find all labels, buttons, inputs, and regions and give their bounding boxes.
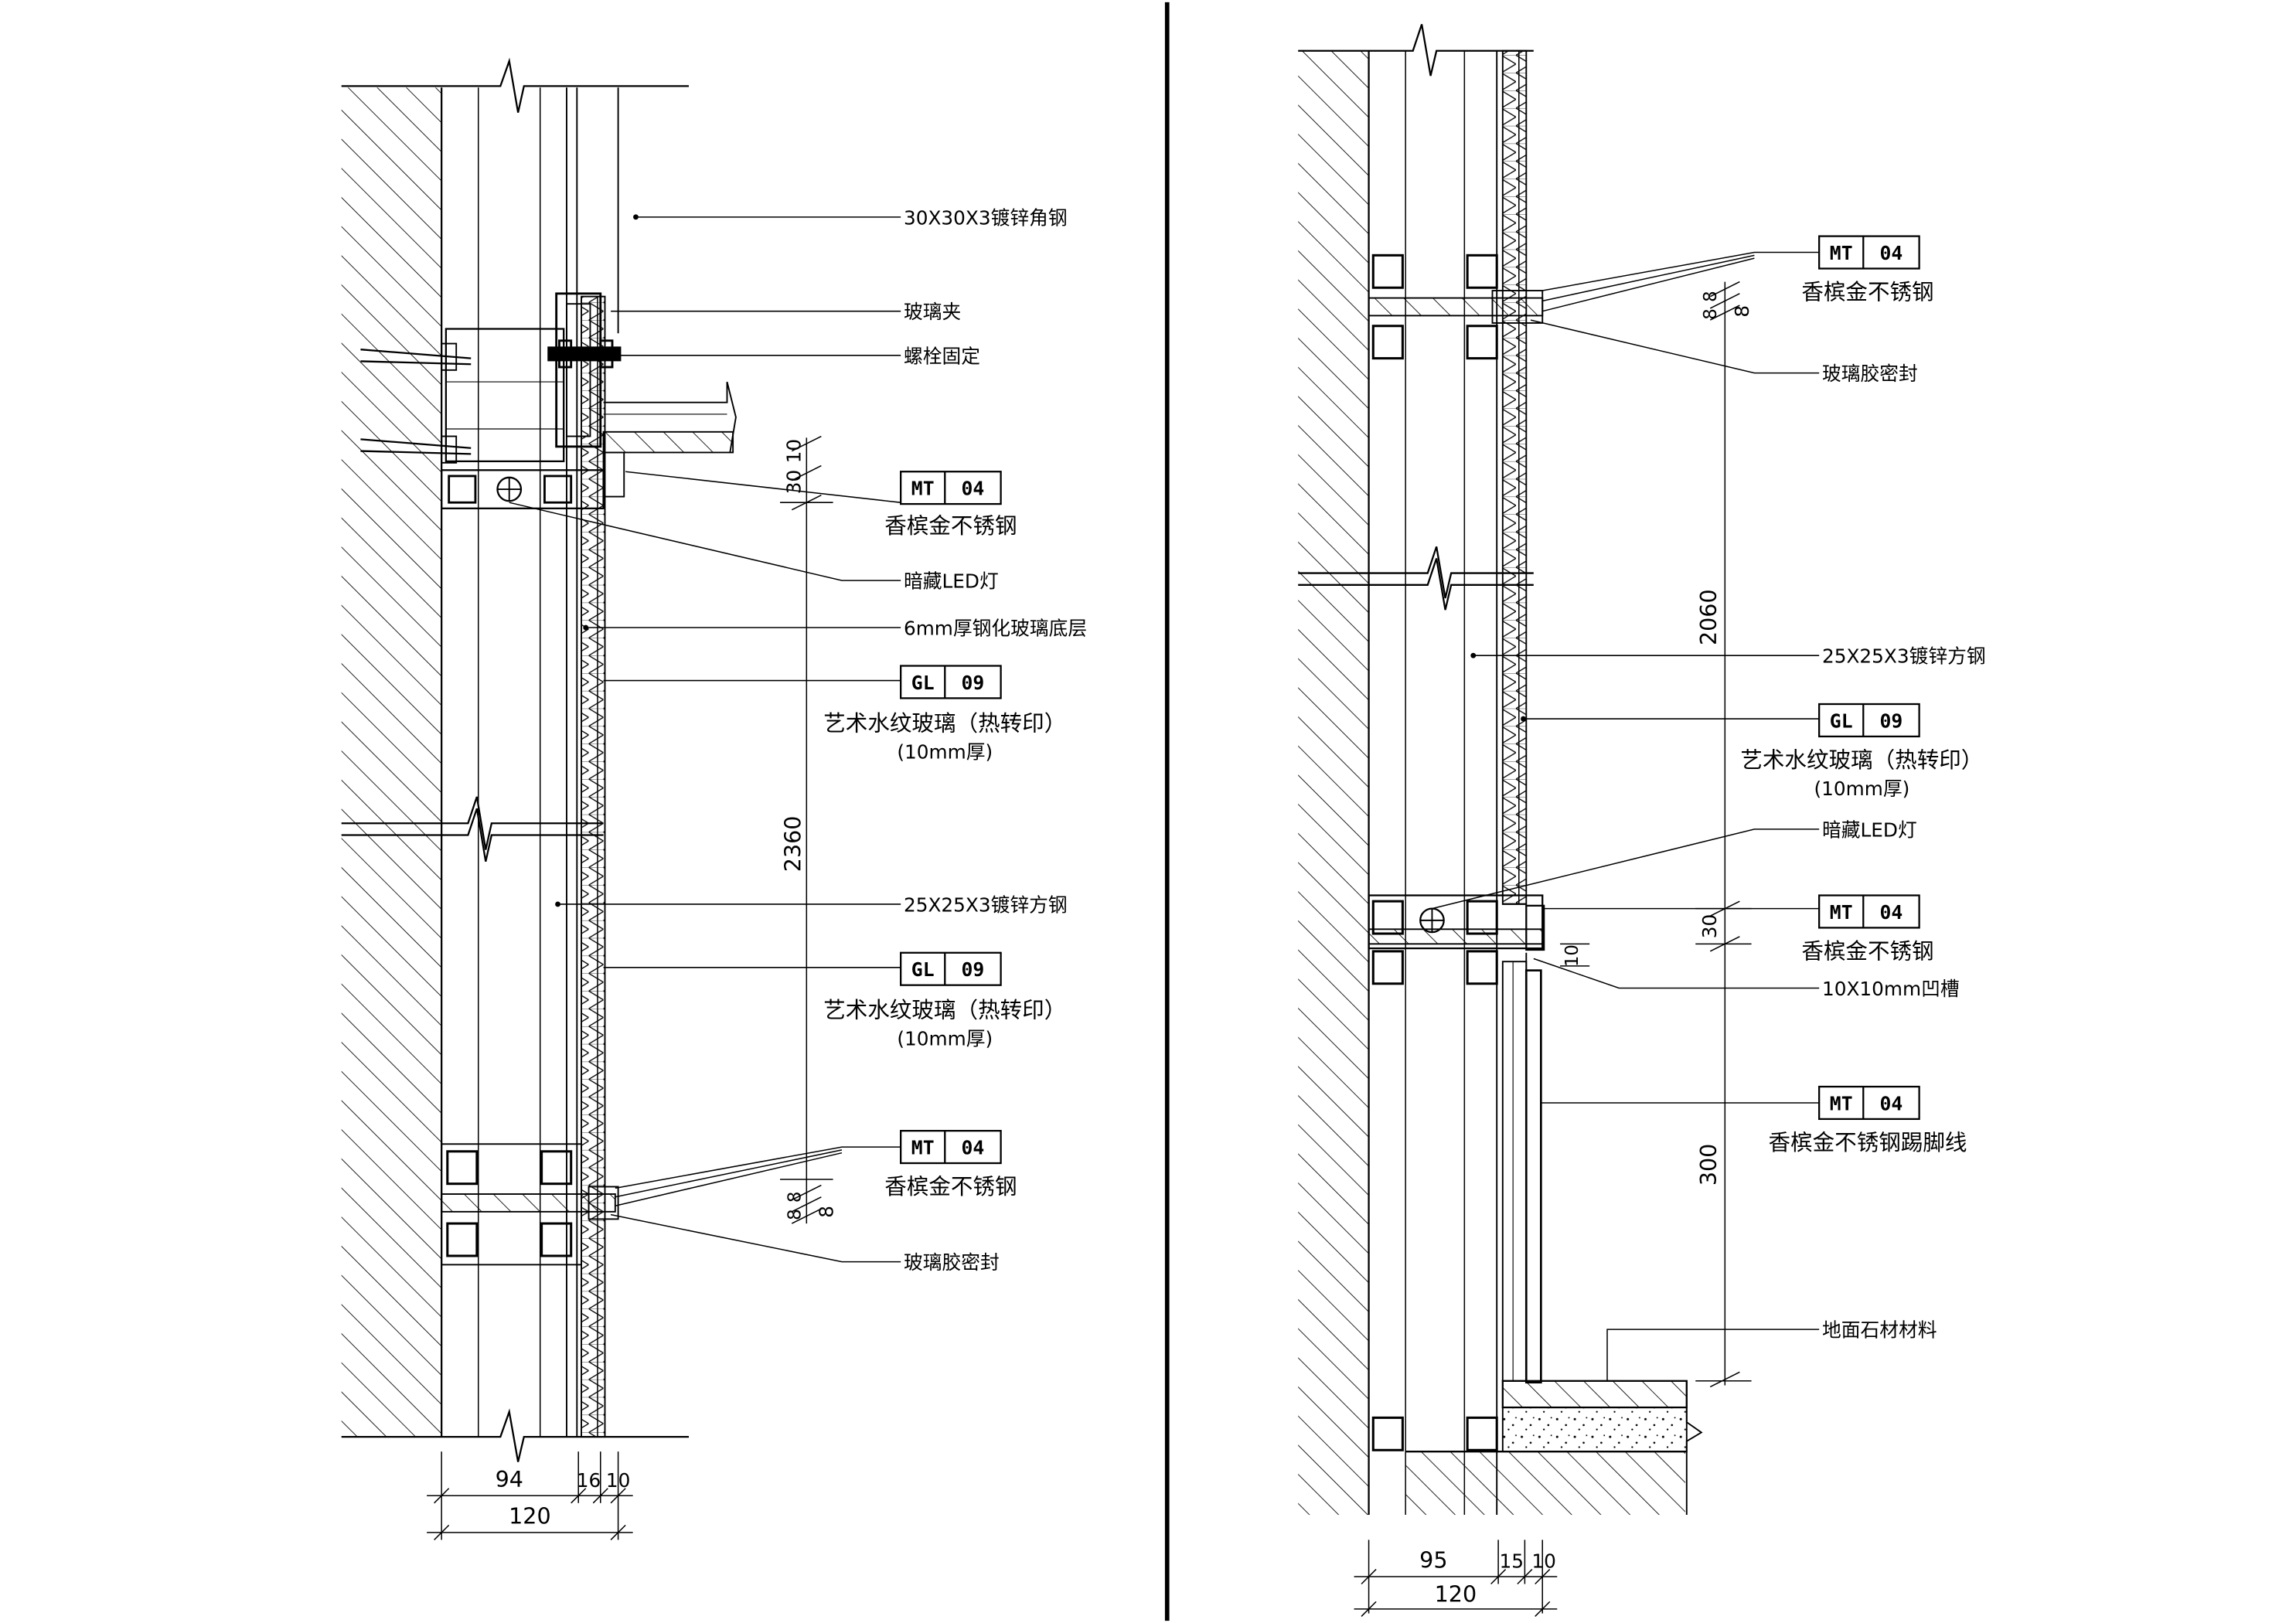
dim-groove: 10 xyxy=(1562,944,1582,967)
tag-number: 04 xyxy=(962,1137,985,1159)
left-glass-layer xyxy=(581,295,606,1438)
dim-width-total: 120 xyxy=(1435,1580,1477,1607)
dim-width-c: 10 xyxy=(606,1469,631,1492)
tag-number: 04 xyxy=(1880,901,1903,924)
dim-top-a: 8 xyxy=(1701,308,1721,320)
tag-number: 09 xyxy=(962,672,985,694)
dim-bottom-a: 8 xyxy=(785,1209,806,1220)
right-wall-hatch xyxy=(1298,50,1369,1516)
label-hidden-led: 暗藏LED灯 xyxy=(1822,818,1917,841)
label-bolt-fix: 螺栓固定 xyxy=(904,345,980,367)
tag-description: 香槟金不锈钢踢脚线 xyxy=(1769,1129,1967,1155)
tag-subtext: (10mm厚) xyxy=(897,740,993,763)
tag-subtext: (10mm厚) xyxy=(1814,777,1909,800)
tag-description: 香槟金不锈钢 xyxy=(1801,278,1933,305)
dim-width-b: 16 xyxy=(577,1469,601,1492)
dim-width-c: 10 xyxy=(1531,1550,1555,1573)
bolt-fix-icon xyxy=(547,339,622,369)
tag-code: GL xyxy=(1830,709,1853,732)
label-floor-stone: 地面石材材料 xyxy=(1822,1319,1937,1342)
right-section: 2060 30 10 300 8 8 8 95 15 10 120 玻璃胶密封 … xyxy=(1298,24,1986,1617)
tag-number: 09 xyxy=(962,958,985,981)
tag-number: 04 xyxy=(1880,1092,1903,1114)
dim-width-a: 94 xyxy=(496,1466,523,1492)
dim-upper-height: 2060 xyxy=(1695,589,1722,645)
dim-led-gap: 30 xyxy=(1698,914,1721,939)
tag-description: 艺术水纹玻璃（热转印） xyxy=(823,997,1066,1023)
tag-description: 艺术水纹玻璃（热转印） xyxy=(823,709,1066,736)
material-tag: GL 09 艺术水纹玻璃（热转印） (10mm厚) xyxy=(823,951,1066,1050)
right-glass-layer xyxy=(1501,49,1528,905)
tag-description: 香槟金不锈钢 xyxy=(884,1173,1017,1199)
material-tag: MT 04 香槟金不锈钢 xyxy=(884,1129,1017,1199)
tag-code: MT xyxy=(1830,901,1853,924)
label-glass-seal: 玻璃胶密封 xyxy=(1822,362,1918,385)
tag-code: MT xyxy=(911,1137,935,1159)
ceiling-board xyxy=(602,430,734,454)
tag-subtext: (10mm厚) xyxy=(897,1028,993,1050)
led-light-icon xyxy=(496,476,523,502)
dim-top-offset: 30 xyxy=(783,470,806,495)
dim-top-c: 8 xyxy=(1731,305,1753,318)
dim-skirting: 300 xyxy=(1695,1144,1722,1186)
dim-total-height: 2360 xyxy=(780,816,806,873)
dim-bottom-b: 8 xyxy=(785,1192,806,1203)
label-square-tube: 25X25X3镀锌方钢 xyxy=(1822,645,1986,668)
material-tag: MT 04 香槟金不锈钢 xyxy=(1801,894,1934,964)
tag-number: 04 xyxy=(962,478,985,500)
dim-width-total: 120 xyxy=(509,1502,551,1529)
anchor-bolt-icon xyxy=(360,342,472,371)
tag-number: 04 xyxy=(1880,242,1903,264)
label-groove: 10X10mm凹槽 xyxy=(1822,978,1960,1000)
left-section: 2360 30 10 8 8 8 94 16 10 120 30X30X3镀锌角… xyxy=(341,57,1087,1540)
dim-bottom-c: 8 xyxy=(816,1206,838,1218)
tag-code: MT xyxy=(1830,242,1853,264)
label-glass-seal: 玻璃胶密封 xyxy=(904,1251,1000,1274)
tag-code: MT xyxy=(911,478,935,500)
material-tag: MT 04 香槟金不锈钢 xyxy=(1801,235,1934,305)
material-tag: MT 04 香槟金不锈钢踢脚线 xyxy=(1769,1085,1967,1155)
label-tempered-base: 6mm厚钢化玻璃底层 xyxy=(904,618,1087,640)
tag-description: 香槟金不锈钢 xyxy=(1801,937,1933,964)
led-light-icon xyxy=(1419,907,1445,934)
material-tag: GL 09 艺术水纹玻璃（热转印） (10mm厚) xyxy=(823,665,1066,763)
material-tag: GL 09 艺术水纹玻璃（热转印） (10mm厚) xyxy=(1740,703,1983,800)
anchor-bolt-icon xyxy=(360,435,472,464)
dim-width-a: 95 xyxy=(1419,1547,1447,1574)
material-tag: MT 04 香槟金不锈钢 xyxy=(884,471,1017,539)
label-angle-steel: 30X30X3镀锌角钢 xyxy=(904,206,1068,229)
tag-code: GL xyxy=(911,672,935,694)
tag-description: 香槟金不锈钢 xyxy=(884,512,1017,539)
floor-screed xyxy=(1501,1407,1688,1453)
tag-code: MT xyxy=(1830,1092,1853,1114)
floor-stone xyxy=(1501,1380,1688,1409)
floor-slab-hatch xyxy=(1405,1451,1685,1516)
label-square-tube: 25X25X3镀锌方钢 xyxy=(904,893,1068,916)
dim-top-b: 8 xyxy=(1701,291,1721,302)
tag-description: 艺术水纹玻璃（热转印） xyxy=(1740,747,1983,773)
dim-top-small: 10 xyxy=(783,439,806,464)
dim-width-b: 15 xyxy=(1500,1550,1524,1573)
tag-number: 09 xyxy=(1880,709,1903,732)
left-wall-hatch xyxy=(341,87,442,1438)
tag-code: GL xyxy=(911,958,935,981)
label-glass-clip: 玻璃夹 xyxy=(904,301,961,323)
label-hidden-led: 暗藏LED灯 xyxy=(904,570,999,593)
